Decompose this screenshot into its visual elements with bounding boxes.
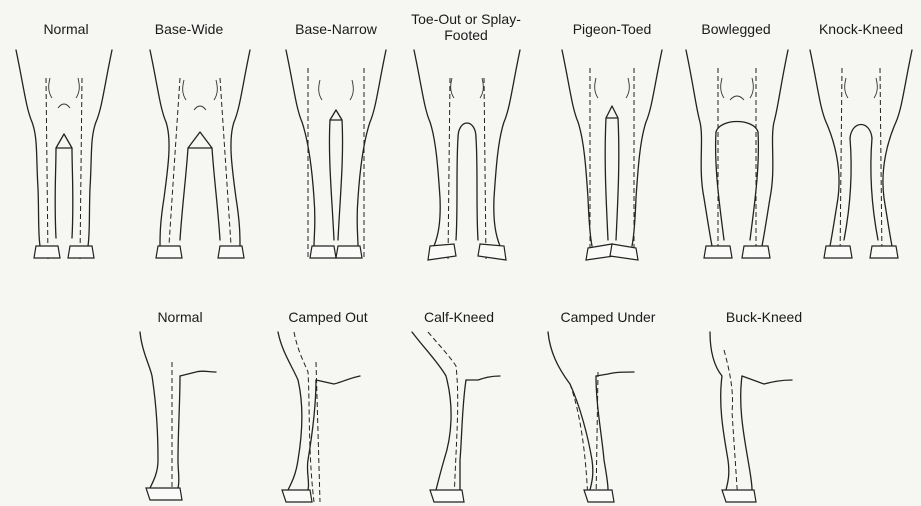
label-front-knock-kneed: Knock-Kneed [819, 21, 903, 37]
label-front-base-wide: Base-Wide [155, 21, 223, 37]
side-figure-buck-kneed [694, 332, 806, 504]
front-figure-toe-out [408, 48, 526, 264]
label-front-normal: Normal [43, 21, 88, 37]
label-side-camped-out: Camped Out [288, 309, 367, 325]
side-figure-calf-kneed [404, 332, 516, 504]
side-figure-normal [132, 332, 232, 504]
label-front-pigeon-toed: Pigeon-Toed [573, 21, 652, 37]
front-figure-base-narrow [282, 48, 390, 264]
front-figure-normal [8, 48, 120, 264]
label-side-buck-kneed: Buck-Kneed [726, 309, 802, 325]
side-figure-camped-out [268, 332, 380, 504]
label-front-toe-out: Toe-Out or Splay-Footed [411, 11, 521, 43]
front-figure-pigeon-toed [558, 48, 666, 264]
side-figure-camped-under [540, 332, 652, 504]
label-front-base-narrow: Base-Narrow [295, 21, 377, 37]
label-side-camped-under: Camped Under [561, 309, 656, 325]
label-side-normal: Normal [157, 309, 202, 325]
label-front-bowlegged: Bowlegged [701, 21, 770, 37]
front-figure-base-wide [142, 48, 258, 264]
front-figure-knock-kneed [804, 48, 918, 264]
label-side-calf-kneed: Calf-Kneed [424, 309, 494, 325]
front-figure-bowlegged [680, 48, 794, 264]
